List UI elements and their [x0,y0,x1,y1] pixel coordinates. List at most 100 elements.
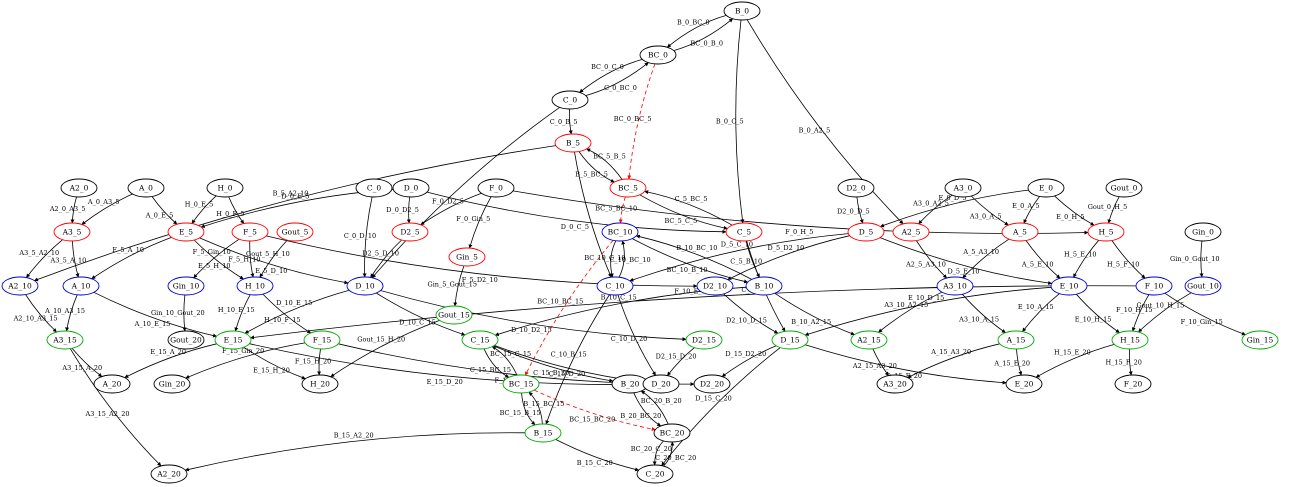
node-gin-15: Gin_15 [1241,330,1279,350]
edge-path [71,348,103,377]
node-label: F_5 [243,228,257,237]
edge-label: E_10_A_15 [1018,303,1054,311]
node-a-0: A_0 [127,178,165,198]
edge-BC_5-B_5: BC_5_B_5 [586,148,626,180]
node-label: A2_5 [901,228,921,237]
node-d2-0: D2_0 [837,178,875,198]
edge-label: B_0_BC_0 [677,18,710,26]
node-gin-0: Gin_0 [1184,222,1222,242]
edge-BC_5-C_5: BC_5_C_5 [639,194,728,230]
edge-path [69,348,162,467]
edge-label: Gout_0_H_5 [1088,203,1128,211]
edge-E_15-H_20: E_15_H_20 [243,346,306,380]
edge-Gout_5-H_10: Gout_5_H_10 [246,239,290,278]
node-h-5: H_5 [1087,222,1125,242]
node-ellipse [127,178,165,198]
edge-F_10-E_15: F_10_E_15 [250,285,1137,340]
edge-E_10-D_15: E_10_D_15 [804,286,1052,336]
edge-BC_20-C_20: BC_20_C_20 [631,440,672,466]
edge-label: H_10_F_15 [264,316,300,324]
node-ellipse [725,222,763,242]
node-e-15: E_15 [214,330,252,350]
node-ellipse [693,374,731,394]
node-b-0: B_0 [723,1,761,21]
edge-label: Gout_10_H_15 [1136,302,1184,310]
edge-C_5-BC_5: C_5_BC_5 [644,190,733,226]
edge-path [1073,239,1100,278]
edge-BC_15-B_15: BC_15_B_15 [500,392,541,426]
edge-label: BC_0_B_0 [690,40,723,48]
edge-label: BC_20_C_20 [631,445,672,453]
node-c-10: C_10 [596,276,634,296]
edge-BC_5-BC_10: BC_5_BC_10 [595,196,637,224]
edge-label: BC_10_BC_15 [537,298,583,306]
edge-path [453,265,465,307]
edge-path [907,343,1000,378]
node-ellipse [524,423,562,443]
edge-E_15-D_20: E_15_D_20 [249,343,644,387]
edge-path [406,196,411,224]
node-ellipse [944,178,982,198]
edge-label: A_10_E_15 [134,320,171,328]
node-ellipse [206,178,244,198]
edge-E_0-D_5: E_0_D_5 [880,189,1029,228]
edge-E_5-H_10: E_5_H_10 [193,239,244,280]
edge-path [878,291,943,333]
node-label: D2_10 [703,282,727,291]
node-ellipse [301,374,339,394]
edge-A_0-E_5: A_0_E_5 [145,196,178,225]
edge-A_15-A3_20: A_15_A3_20 [907,343,1000,378]
edge-path [735,19,745,224]
edge-H_0-F_5: H_0_F_5 [216,196,245,224]
edge-path [579,59,643,93]
edge-F_0-H_5: F_0_H_5 [512,190,1089,236]
edge-path [1076,293,1120,334]
node-label: Gin_15 [1247,336,1274,345]
edge-label: A2_0_A3_5 [49,205,86,213]
edge-path [632,238,749,284]
node-h-15: H_15 [1111,330,1149,350]
edge-E_5-A_10: E_5_A_10 [91,237,172,280]
edge-B_15-C_20: B_15_C_20 [555,439,640,472]
edge-label: F_15_H_20 [295,358,331,366]
edge-path [362,196,373,278]
edge-path [228,196,245,224]
node-label: BC_0 [648,51,668,60]
edge-F_5-H_10: F_5_H_10 [228,240,261,278]
node-d2-5: D2_5 [391,222,429,242]
edge-B_5-A2_10: B_5_A2_10 [34,145,556,282]
edge-label: C_10_D_20 [611,335,647,343]
node-label: A_5 [1012,228,1027,237]
edge-B_10-A2_15: B_10_A2_15 [774,292,855,336]
node-ellipse [653,423,691,443]
node-ellipse [231,222,269,242]
edge-Gin_5-Gout_15: Gin_5_Gout_15 [428,265,477,307]
node-label: D_15 [780,336,800,345]
edge-label: C_15_D_20 [549,370,585,378]
edge-path [574,151,612,278]
node-label: B_15 [534,429,553,438]
edge-label: B_15_A2_20 [334,431,374,439]
node-ellipse [609,178,647,198]
node-label: BC_15 [509,380,534,389]
edge-label: H_10_E_15 [218,306,255,314]
edge-label: E_0_A_5 [1012,202,1039,210]
edge-B_5-BC_5: B_5_BC_5 [575,151,615,183]
edge-path [723,293,779,334]
edge-BC_15-C_15: BC_15_C_15 [490,346,531,376]
edge-path [483,348,510,378]
node-ellipse [62,276,100,296]
node-a2-20: A2_20 [150,464,188,484]
edge-A_0-A3_5: A_0_A3_5 [81,193,133,225]
edge-label: Gin_0_Gout_10 [1170,255,1220,263]
edge-C_0-BC_0: C_0_BC_0 [585,62,649,96]
edge-D_15-D2_20: D_15_D2_20 [721,345,777,377]
edge-D_15-C_20: D_15_C_20 [661,347,781,466]
edge-label: D2_5_D_10 [362,250,399,258]
edge-path [635,234,752,280]
node-d-0: D_0 [392,178,430,198]
node-label: D2_5 [400,228,420,237]
edge-label: H_5_E_10 [1064,250,1097,258]
node-d2-20: D2_20 [693,374,731,394]
edge-label: C_0_D_10 [344,232,376,240]
